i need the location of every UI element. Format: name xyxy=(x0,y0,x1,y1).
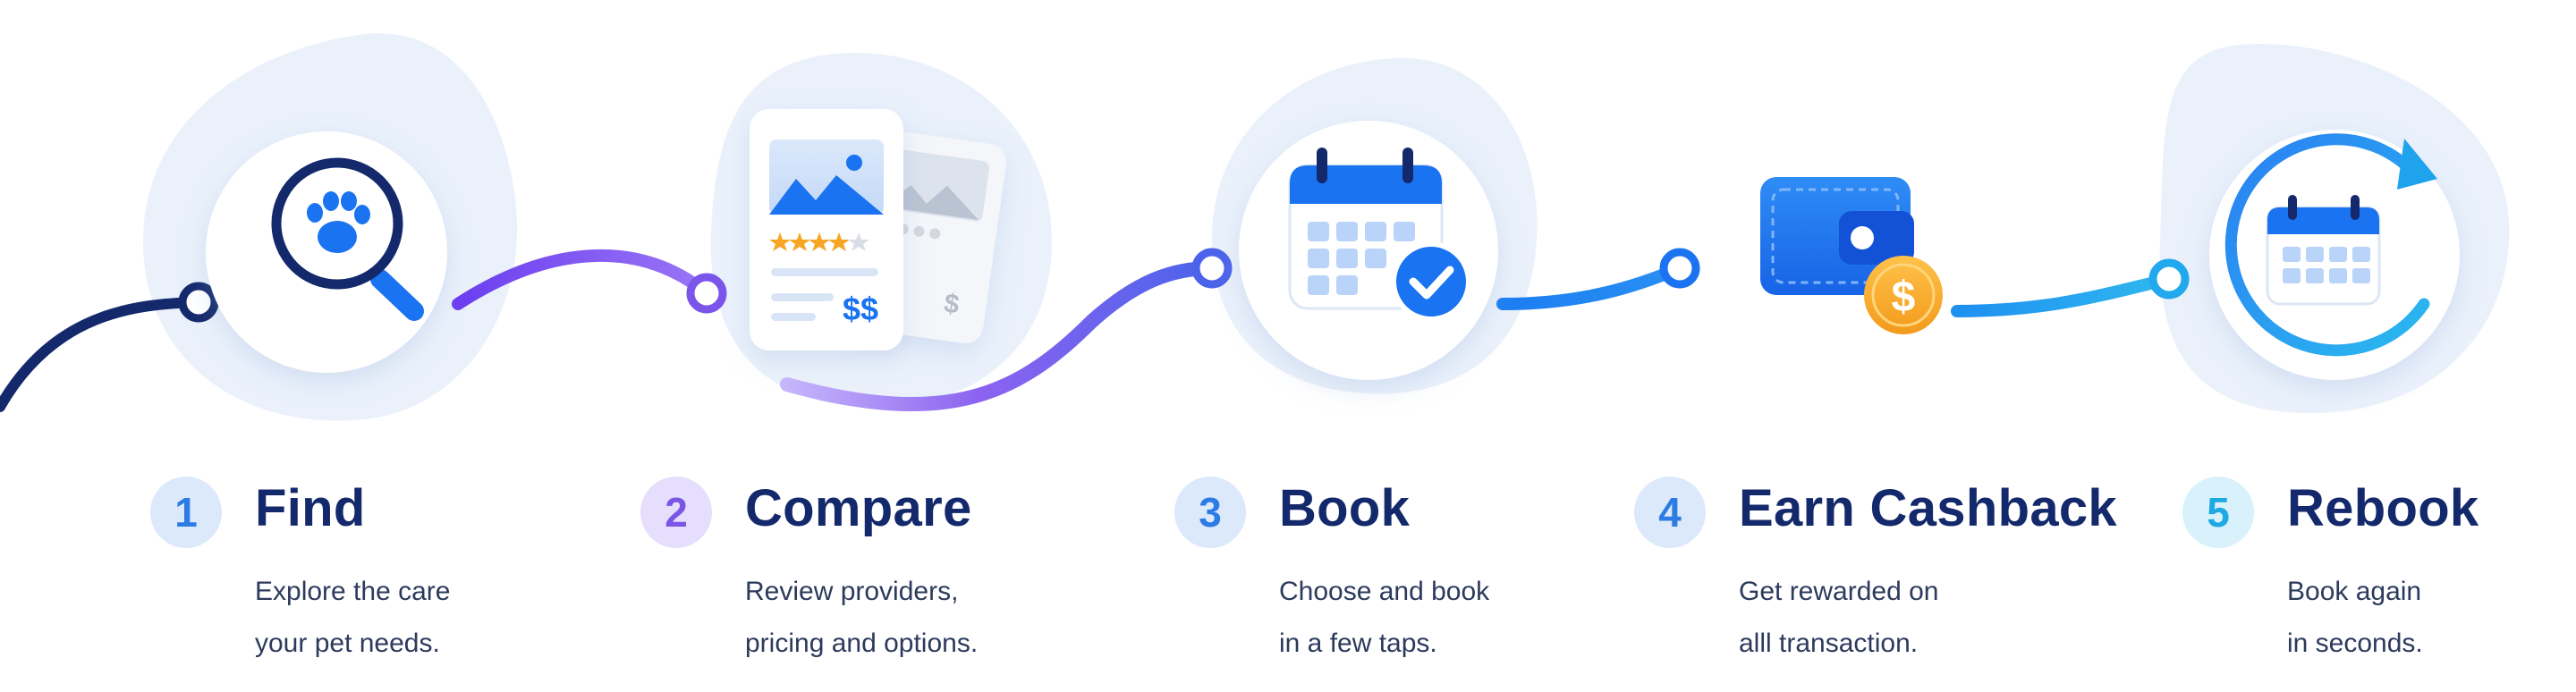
svg-text:$$: $$ xyxy=(843,291,878,327)
step-description-line: Book again xyxy=(2287,577,2422,606)
step-number-badge: 2 xyxy=(640,477,712,548)
path-node-2 xyxy=(686,273,727,314)
path-segment-2 xyxy=(452,249,713,310)
svg-text:$: $ xyxy=(1892,274,1916,321)
path-node-1 xyxy=(178,282,219,323)
step-description-line: your pet needs. xyxy=(255,629,440,658)
step-title: Find xyxy=(255,479,366,537)
paw-search-icon xyxy=(206,131,447,373)
calendar-refresh-icon xyxy=(2209,130,2460,380)
step-number-badge: 1 xyxy=(150,477,222,548)
step-description-line: Review providers, xyxy=(745,577,959,606)
step-title: Compare xyxy=(745,479,972,537)
path-node-5 xyxy=(2148,258,2190,300)
path-segment-3 xyxy=(780,261,1219,412)
step-description-line: Choose and book xyxy=(1279,577,1490,606)
path-segment-1 xyxy=(0,297,204,412)
step-description-line: alll transaction. xyxy=(1739,629,1919,658)
step-number-badge: 4 xyxy=(1634,477,1706,548)
step-description-line: Explore the care xyxy=(255,577,451,606)
step-title: Rebook xyxy=(2287,479,2479,537)
step-number-badge: 3 xyxy=(1174,477,1246,548)
step-description-line: pricing and options. xyxy=(745,629,979,658)
path-node-4 xyxy=(1659,248,1700,289)
path-node-3 xyxy=(1191,248,1233,289)
path-segment-5 xyxy=(1951,273,2175,317)
wallet-coin-icon: $ xyxy=(1760,177,1943,334)
provider-cards-icon: $ $$ xyxy=(750,109,1007,350)
step-number-badge: 5 xyxy=(2182,477,2254,548)
svg-text:$: $ xyxy=(942,289,961,320)
step-title: Book xyxy=(1279,479,1411,537)
step-description-line: in seconds. xyxy=(2287,629,2423,658)
step-description-line: in a few taps. xyxy=(1279,629,1437,658)
step-description: Get rewarded on alll transaction. xyxy=(1739,566,1938,670)
step-title: Earn Cashback xyxy=(1739,479,2117,537)
step-description: Explore the care your pet needs. xyxy=(255,566,450,670)
step-description: Book again in seconds. xyxy=(2287,566,2423,670)
step-description-line: Get rewarded on xyxy=(1739,577,1939,606)
calendar-check-icon xyxy=(1239,121,1498,380)
step-description: Review providers, pricing and options. xyxy=(745,566,978,670)
step-description: Choose and book in a few taps. xyxy=(1279,566,1489,670)
